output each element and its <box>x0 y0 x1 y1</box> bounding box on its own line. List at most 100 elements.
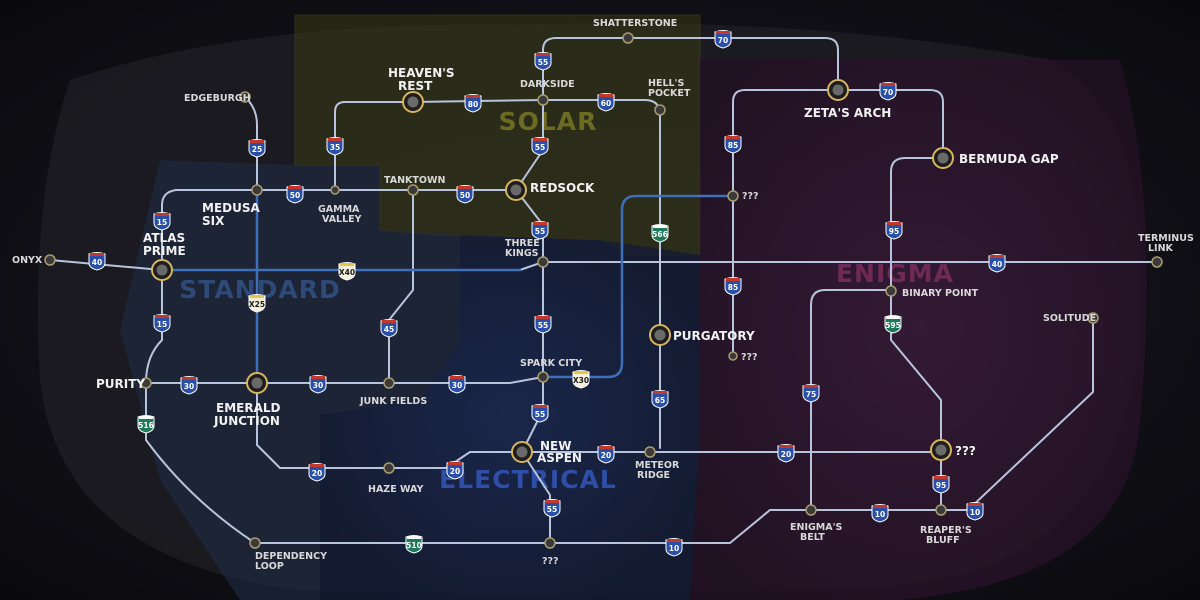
node-purity[interactable] <box>140 377 152 389</box>
label-unknown-3: ??? <box>955 444 976 458</box>
shield-i60: 60 <box>597 93 615 112</box>
shield-i55-top: 55 <box>534 52 552 71</box>
shield-label-s95: 595 <box>885 321 901 330</box>
shield-label-i55-e: 55 <box>535 410 545 419</box>
label-gamma-1: GAMMA <box>318 204 360 215</box>
node-edgeburgh[interactable] <box>239 91 251 103</box>
shield-i25: 25 <box>248 139 266 158</box>
shield-i55-f: 55 <box>543 499 561 518</box>
shield-label-i40-east: 40 <box>992 260 1002 269</box>
node-bermuda-gap[interactable] <box>932 147 954 169</box>
label-unknown-4: ??? <box>542 556 559 567</box>
label-atlas-prime-2: PRIME <box>143 244 186 258</box>
shield-label-i10-b: 10 <box>875 510 885 519</box>
label-redsock: REDSOCK <box>530 181 595 195</box>
label-three-1: THREE <box>505 238 540 249</box>
label-dependency-2: LOOP <box>255 561 284 572</box>
label-atlas-prime-1: ATLAS <box>143 231 185 245</box>
shield-label-i25: 25 <box>252 145 262 154</box>
node-onyx[interactable] <box>44 254 56 266</box>
node-reapers-bluff[interactable] <box>935 504 947 516</box>
node-tanktown[interactable] <box>407 184 419 196</box>
shield-label-i60: 60 <box>601 99 611 108</box>
shield-i40-west: 40 <box>88 252 106 271</box>
shield-i15-north: 15 <box>153 212 171 231</box>
shield-label-i85-b: 85 <box>728 283 738 292</box>
road-i55-f <box>521 451 551 544</box>
node-terminus-link[interactable] <box>1151 256 1163 268</box>
label-new-2: ASPEN <box>537 451 582 465</box>
shield-i45: 45 <box>380 319 398 338</box>
shield-label-i30-c: 30 <box>452 381 462 390</box>
shield-i20-c: 20 <box>597 445 615 464</box>
shield-label-i70-right: 70 <box>883 88 893 97</box>
node-labels: ONYX ATLAS PRIME MEDUSA SIX EDGEBURGH GA… <box>12 18 1194 572</box>
node-new-aspen[interactable] <box>511 441 533 463</box>
node-darkside[interactable] <box>537 94 549 106</box>
node-solitude[interactable] <box>1087 312 1099 324</box>
node-redsock[interactable] <box>505 179 527 201</box>
node-hells-pocket[interactable] <box>654 104 666 116</box>
label-tanktown: TANKTOWN <box>384 175 445 186</box>
label-onyx: ONYX <box>12 255 43 266</box>
node-shatterstone[interactable] <box>622 32 634 44</box>
label-terminus-2: LINK <box>1148 243 1174 254</box>
shield-label-i20-c: 20 <box>601 451 611 460</box>
node-junk-fields[interactable] <box>383 377 395 389</box>
node-unknown-4[interactable] <box>544 537 556 549</box>
node-heavens-rest[interactable] <box>402 91 424 113</box>
label-purgatory: PURGATORY <box>673 329 755 343</box>
road-i40-west <box>49 259 163 271</box>
shield-label-i45: 45 <box>384 325 394 334</box>
node-meteor-ridge[interactable] <box>644 446 656 458</box>
shield-label-i55-f: 55 <box>547 505 557 514</box>
shield-label-i75: 75 <box>806 390 816 399</box>
region-label-enigma: ENIGMA <box>836 259 954 288</box>
node-purgatory[interactable] <box>649 324 671 346</box>
shield-label-x30: X30 <box>573 376 589 385</box>
region-enigma <box>690 60 1147 600</box>
label-gamma-2: VALLEY <box>322 214 362 225</box>
region-electrical <box>320 235 700 600</box>
shield-i50-b: 50 <box>456 185 474 204</box>
node-unknown-2[interactable] <box>728 351 738 361</box>
road-i95-a <box>890 157 944 451</box>
label-new-1: NEW <box>540 439 571 453</box>
label-meteor-1: METEOR <box>635 460 680 471</box>
label-zetas-arch: ZETA'S ARCH <box>804 106 891 120</box>
node-enigmas-belt[interactable] <box>805 504 817 516</box>
node-haze-way[interactable] <box>383 462 395 474</box>
road-i75 <box>810 289 892 511</box>
nodes <box>44 32 1163 549</box>
shield-label-i50-b: 50 <box>460 191 470 200</box>
node-binary-point[interactable] <box>885 285 897 297</box>
shield-label-i65: 65 <box>655 396 665 405</box>
node-three-kings[interactable] <box>537 256 549 268</box>
label-heavens-2: REST <box>398 79 433 93</box>
node-dependency-loop[interactable] <box>249 537 261 549</box>
node-gamma-valley[interactable] <box>330 185 340 195</box>
road-i35 <box>334 101 414 191</box>
label-solitude: SOLITUDE <box>1043 313 1096 324</box>
shield-x30: X30 <box>572 370 590 389</box>
node-spark-city[interactable] <box>537 371 549 383</box>
node-unknown-3[interactable] <box>930 439 952 461</box>
shield-i35: 35 <box>326 137 344 156</box>
label-reapers-2: BLUFF <box>926 535 960 546</box>
node-medusa-six[interactable] <box>251 184 263 196</box>
node-atlas-prime[interactable] <box>151 259 173 281</box>
shield-i65: 65 <box>651 390 669 409</box>
shield-s66: 566 <box>651 224 669 243</box>
shield-i95-b: 95 <box>932 475 950 494</box>
node-zetas-arch[interactable] <box>827 79 849 101</box>
shield-label-i50-a: 50 <box>290 191 300 200</box>
node-emerald-junction[interactable] <box>246 372 268 394</box>
label-unknown-1: ??? <box>742 191 759 202</box>
node-unknown-1[interactable] <box>727 190 739 202</box>
region-label-electrical: ELECTRICAL <box>439 465 617 494</box>
road-i70-right <box>837 89 944 159</box>
shield-label-s16: 516 <box>138 421 154 430</box>
label-enigmas-1: ENIGMA'S <box>790 522 842 533</box>
